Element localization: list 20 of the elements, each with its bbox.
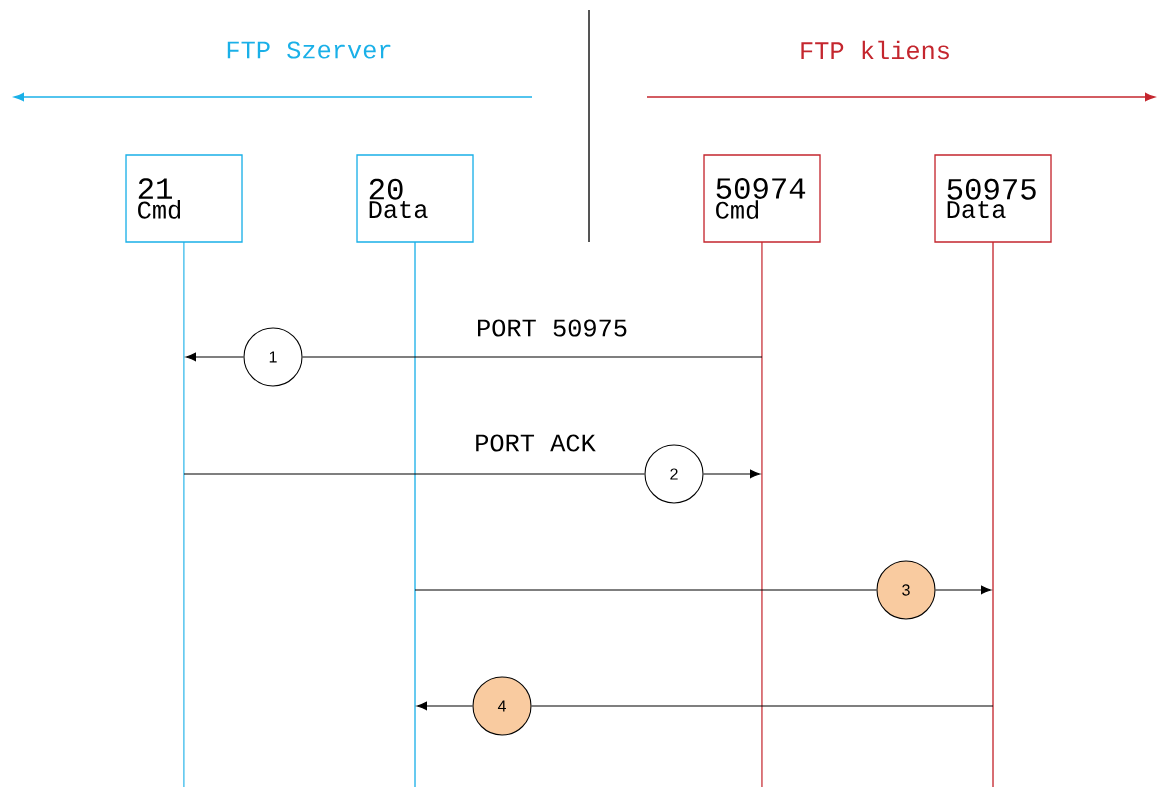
port-box: 21 Cmd	[125, 154, 243, 243]
side-title: FTP kliens	[801, 40, 949, 60]
port-box: 50975 Data	[934, 154, 1052, 243]
connector-line	[301, 356, 763, 358]
arrow	[702, 469, 761, 479]
edge-label: PORT 50975	[478, 319, 627, 337]
lifeline	[992, 241, 994, 787]
connector-line	[183, 473, 646, 475]
arrow	[416, 701, 474, 711]
port-box: 50974 Cmd	[703, 154, 821, 243]
lifeline	[414, 241, 416, 787]
connector-line	[414, 589, 878, 591]
edge-label: PORT ACK	[476, 434, 596, 452]
arrow	[185, 352, 245, 362]
side-title: FTP Szerver	[227, 41, 391, 59]
lifeline	[183, 241, 185, 787]
lifeline	[761, 241, 763, 787]
connector-line	[530, 705, 994, 707]
arrow	[934, 585, 992, 595]
port-box: 20 Data	[356, 154, 474, 243]
